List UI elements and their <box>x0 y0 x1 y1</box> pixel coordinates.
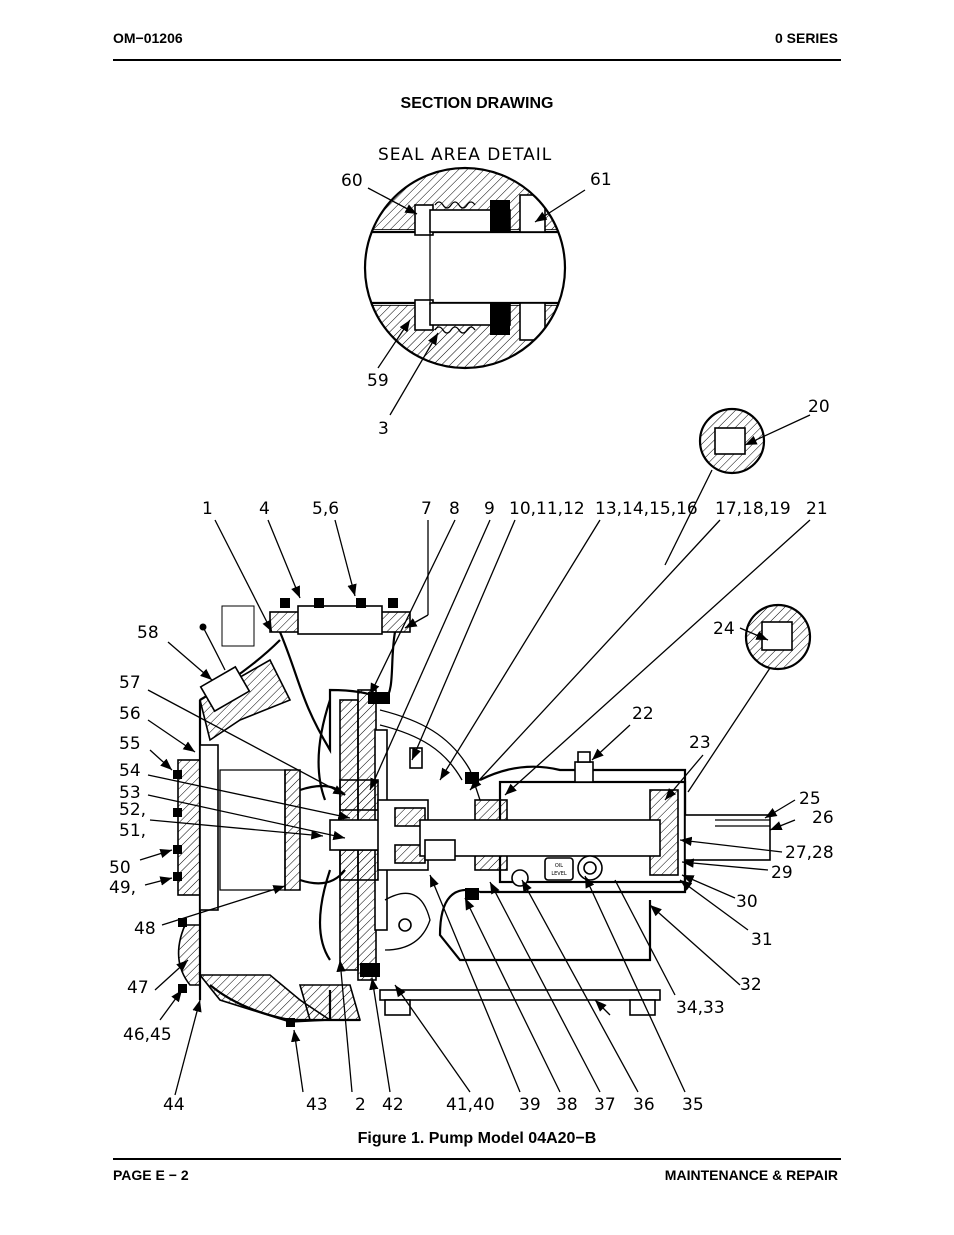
callout-23: 23 <box>689 733 711 753</box>
callout-54: 54 <box>119 761 141 781</box>
callout-25: 25 <box>799 789 821 809</box>
callout-4: 4 <box>259 499 270 519</box>
callout-57: 57 <box>119 673 141 693</box>
callout-27-28: 27,28 <box>785 843 834 863</box>
series-label: 0 SERIES <box>774 30 838 46</box>
pump-assembly: OIL LEVEL <box>173 598 771 1027</box>
callout-53: 53 <box>119 783 141 803</box>
callout-leaders <box>139 519 811 1096</box>
callout-44: 44 <box>163 1095 185 1115</box>
callout-46-45: 46,45 <box>123 1025 172 1045</box>
callout-35: 35 <box>682 1095 704 1115</box>
section-title: SECTION DRAWING <box>400 95 554 112</box>
seal-detail-title: SEAL AREA DETAIL <box>378 145 552 165</box>
callout-31: 31 <box>751 930 773 950</box>
callout-22: 22 <box>632 704 654 724</box>
callout-58: 58 <box>137 623 159 643</box>
callout-60: 60 <box>341 171 363 191</box>
page-number: PAGE E − 2 <box>113 1167 189 1183</box>
callout-43: 43 <box>306 1095 328 1115</box>
callout-30: 30 <box>736 892 758 912</box>
callout-8: 8 <box>449 499 460 519</box>
callout-24: 24 <box>713 619 735 639</box>
callout-9: 9 <box>484 499 495 519</box>
callout-2: 2 <box>355 1095 366 1115</box>
callout-20: 20 <box>808 397 830 417</box>
callout-32: 32 <box>740 975 762 995</box>
callout-13-16: 13,14,15,16 <box>595 499 698 519</box>
callout-55: 55 <box>119 734 141 754</box>
callout-labels: 60 61 59 3 20 24 1 4 5,6 7 8 9 10,11,12 … <box>109 170 834 1115</box>
header-rule <box>113 59 841 61</box>
detail-20 <box>664 407 811 566</box>
callout-5-6: 5,6 <box>312 499 339 519</box>
callout-47: 47 <box>127 978 149 998</box>
callout-48: 48 <box>134 919 156 939</box>
seal-area-detail: SEAL AREA DETAIL <box>363 145 586 416</box>
oil-level-label-bottom: LEVEL <box>551 871 567 877</box>
callout-38: 38 <box>556 1095 578 1115</box>
section-name: MAINTENANCE & REPAIR <box>664 1167 838 1183</box>
oil-level-label-top: OIL <box>555 863 563 869</box>
callout-42: 42 <box>382 1095 404 1115</box>
figure-caption: Figure 1. Pump Model 04A20−B <box>357 1130 597 1147</box>
callout-1: 1 <box>202 499 213 519</box>
callout-26: 26 <box>812 808 834 828</box>
callout-7: 7 <box>421 499 432 519</box>
callout-36: 36 <box>633 1095 655 1115</box>
footer-rule <box>113 1158 841 1160</box>
callout-41-40: 41,40 <box>446 1095 495 1115</box>
callout-49: 49, <box>109 878 136 898</box>
callout-21: 21 <box>806 499 828 519</box>
callout-29: 29 <box>771 863 793 883</box>
callout-56: 56 <box>119 704 141 724</box>
detail-24 <box>687 603 812 793</box>
callout-3: 3 <box>378 419 389 439</box>
callout-61: 61 <box>590 170 612 190</box>
callout-10-12: 10,11,12 <box>509 499 585 519</box>
callout-37: 37 <box>594 1095 616 1115</box>
callout-34-33: 34,33 <box>676 998 725 1018</box>
callout-50: 50 <box>109 858 131 878</box>
callout-39: 39 <box>519 1095 541 1115</box>
callout-52: 52, <box>119 800 146 820</box>
callout-17-19: 17,18,19 <box>715 499 791 519</box>
document-number: OM−01206 <box>113 30 183 46</box>
callout-51: 51, <box>119 821 146 841</box>
callout-59: 59 <box>367 371 389 391</box>
